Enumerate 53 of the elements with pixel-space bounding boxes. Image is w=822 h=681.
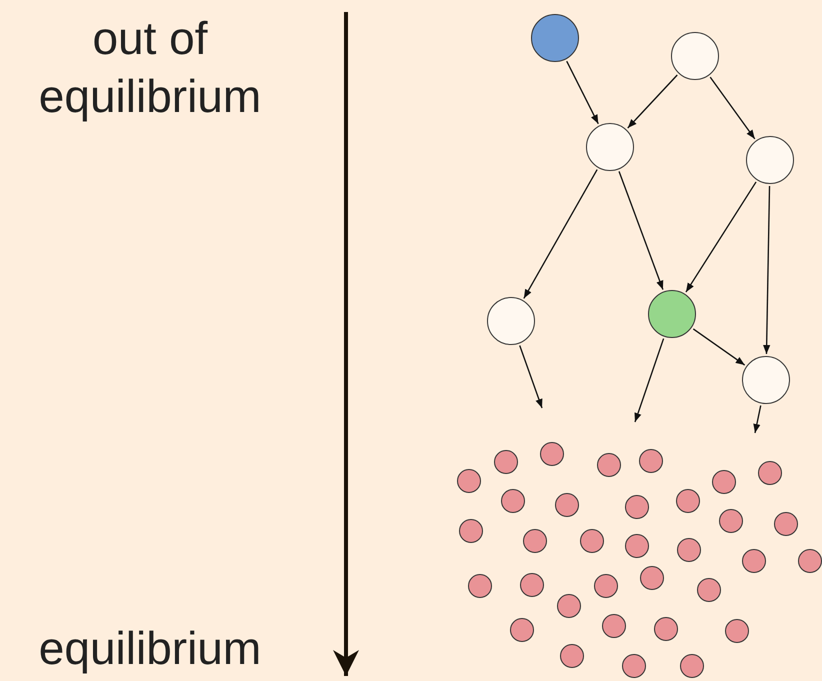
axis-label: equilibrium [38, 621, 262, 676]
circle-node [639, 449, 663, 473]
arrow [763, 186, 770, 354]
circle-node [671, 32, 719, 80]
circle-node [742, 549, 766, 573]
circle-node [594, 574, 618, 598]
circle-node [697, 578, 721, 602]
circle-node [586, 123, 634, 171]
arrow [634, 338, 664, 422]
arrow [523, 169, 598, 299]
circle-node [580, 529, 604, 553]
axis-label: out of equilibrium [38, 11, 262, 124]
circle-node [494, 450, 518, 474]
circle-node [640, 566, 664, 590]
circle-node [557, 594, 581, 618]
circle-node [654, 617, 678, 641]
arrow [627, 74, 678, 128]
circle-node [725, 619, 749, 643]
arrow [692, 328, 746, 366]
circle-node [758, 461, 782, 485]
circle-node [501, 489, 525, 513]
circle-node [774, 512, 798, 536]
circle-node [560, 644, 584, 668]
circle-node [622, 654, 646, 678]
circle-node [540, 442, 564, 466]
circle-node [625, 495, 649, 519]
arrow [753, 405, 762, 434]
circle-node [746, 136, 794, 184]
circle-node [523, 529, 547, 553]
arrow [618, 171, 664, 290]
circle-node [468, 574, 492, 598]
circle-node [555, 493, 579, 517]
circle-node [510, 618, 534, 642]
arrow [519, 345, 543, 408]
circle-node [676, 489, 700, 513]
circle-node [457, 469, 481, 493]
circle-node [742, 356, 790, 404]
circle-node [602, 614, 626, 638]
circle-node [712, 470, 736, 494]
arrow [685, 182, 757, 292]
circle-node [677, 538, 701, 562]
circle-node [459, 519, 483, 543]
circle-node [648, 290, 696, 338]
circle-node [487, 297, 535, 345]
arrow [566, 60, 599, 124]
circle-node [719, 509, 743, 533]
circle-node [531, 14, 579, 62]
circle-node [520, 573, 544, 597]
circle-node [625, 534, 649, 558]
arrow [710, 76, 756, 140]
circle-node [680, 654, 704, 678]
circle-node [798, 549, 822, 573]
circle-node [597, 453, 621, 477]
